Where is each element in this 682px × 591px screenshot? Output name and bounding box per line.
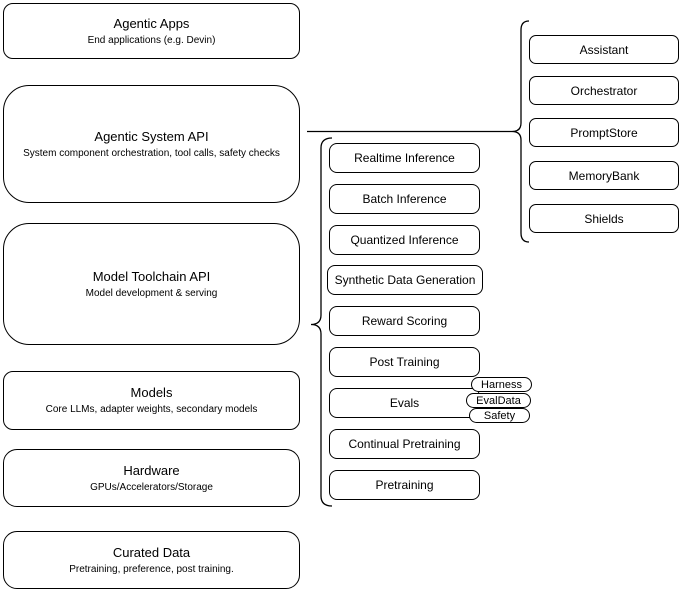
layer-box-model-toolchain-api: Model Toolchain API Model development & … [3,223,300,345]
layer-title: Agentic Apps [113,15,190,31]
component-label: Shields [584,211,624,226]
evals-tag-safety: Safety [469,408,530,423]
service-box-evals: Evals [329,388,480,418]
layer-box-agentic-apps: Agentic Apps End applications (e.g. Devi… [3,3,300,59]
service-label: Continual Pretraining [348,437,461,451]
service-label: Evals [389,396,420,410]
component-label: MemoryBank [568,168,640,183]
layer-box-hardware: Hardware GPUs/Accelerators/Storage [3,449,300,507]
components-bracket [511,20,530,243]
layer-box-models: Models Core LLMs, adapter weights, secon… [3,371,300,430]
layer-subtitle: Model development & serving [85,287,218,299]
service-label: Batch Inference [362,192,447,206]
service-box-synthetic-data-generation: Synthetic Data Generation [327,265,483,295]
layer-subtitle: GPUs/Accelerators/Storage [90,481,213,493]
layer-title: Model Toolchain API [92,268,211,284]
layer-box-agentic-system-api: Agentic System API System component orch… [3,85,300,203]
service-label: Quantized Inference [350,233,459,247]
component-box-orchestrator: Orchestrator [529,76,679,105]
component-box-shields: Shields [529,204,679,233]
service-box-batch-inference: Batch Inference [329,184,480,214]
component-label: PromptStore [570,125,638,140]
layer-subtitle: Pretraining, preference, post training. [69,563,234,575]
tag-label: EvalData [476,394,521,407]
component-box-assistant: Assistant [529,35,679,64]
tag-label: Harness [481,378,522,391]
service-box-post-training: Post Training [329,347,480,377]
layer-subtitle: End applications (e.g. Devin) [87,34,216,46]
service-box-reward-scoring: Reward Scoring [329,306,480,336]
service-box-realtime-inference: Realtime Inference [329,143,480,173]
service-box-quantized-inference: Quantized Inference [329,225,480,255]
layer-title: Agentic System API [94,128,209,144]
service-label: Reward Scoring [361,314,448,328]
component-box-promptstore: PromptStore [529,118,679,147]
evals-tag-harness: Harness [471,377,532,392]
layer-title: Curated Data [112,544,191,560]
service-label: Realtime Inference [354,151,455,165]
service-box-pretraining: Pretraining [329,470,480,500]
component-label: Assistant [579,42,629,57]
component-box-memorybank: MemoryBank [529,161,679,190]
layer-subtitle: Core LLMs, adapter weights, secondary mo… [45,404,258,415]
tag-label: Safety [483,409,516,422]
service-label: Pretraining [375,478,434,492]
layer-title: Hardware [123,462,180,478]
evals-tag-evaldata: EvalData [466,393,531,408]
component-label: Orchestrator [570,83,638,98]
service-box-continual-pretraining: Continual Pretraining [329,429,480,459]
layer-box-curated-data: Curated Data Pretraining, preference, po… [3,531,300,589]
layer-subtitle: System component orchestration, tool cal… [23,147,280,159]
service-label: Synthetic Data Generation [334,273,476,287]
service-label: Post Training [369,355,440,369]
layer-title: Models [130,385,173,400]
